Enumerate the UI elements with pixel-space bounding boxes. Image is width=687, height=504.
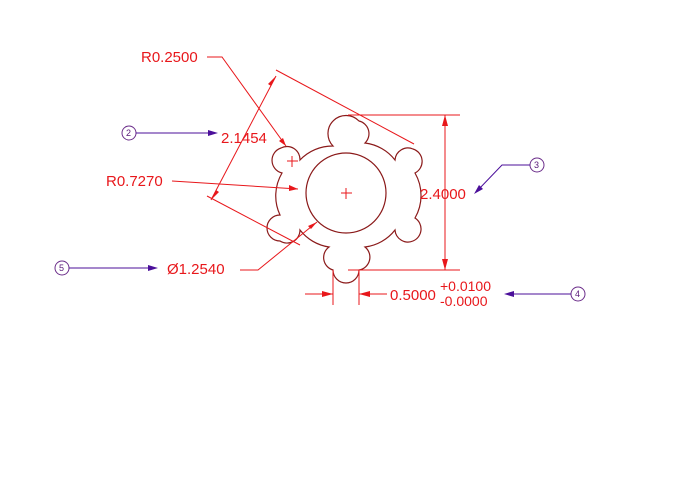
balloon-5: 5 xyxy=(54,260,158,276)
balloon-2: 2 xyxy=(121,125,218,141)
small-radius-dimension: R0.2500 xyxy=(141,49,287,147)
bore-circle xyxy=(305,152,387,234)
span-dimension: 2.1454 xyxy=(206,69,415,246)
bore-diameter-dimension: Ø1.2540 xyxy=(167,221,318,278)
large-radius-dimension: R0.7270 xyxy=(106,173,299,191)
balloon-3: 3 xyxy=(474,157,545,194)
balloon-4: 4 xyxy=(504,286,586,302)
lobed-profile xyxy=(266,114,423,284)
balloon-3-label: 3 xyxy=(534,160,539,170)
tolerance-minus-label: -0.0000 xyxy=(440,293,488,309)
center-mark xyxy=(341,188,352,199)
slot-width-label: 0.5000 xyxy=(390,287,436,304)
slot-width-dimension: 0.5000 +0.0100 -0.0000 xyxy=(305,270,491,309)
bore-diameter-label: Ø1.2540 xyxy=(167,261,225,278)
lobe-center-mark xyxy=(287,156,298,167)
span-label: 2.1454 xyxy=(221,130,267,147)
balloon-4-label: 4 xyxy=(575,289,580,299)
height-dimension: 2.4000 xyxy=(348,114,466,271)
balloon-5-label: 5 xyxy=(59,263,64,273)
height-label: 2.4000 xyxy=(420,186,466,203)
part-outline xyxy=(266,114,423,284)
tolerance-plus-label: +0.0100 xyxy=(440,278,491,294)
small-radius-label: R0.2500 xyxy=(141,49,198,66)
balloon-2-label: 2 xyxy=(126,128,131,138)
large-radius-label: R0.7270 xyxy=(106,173,163,190)
